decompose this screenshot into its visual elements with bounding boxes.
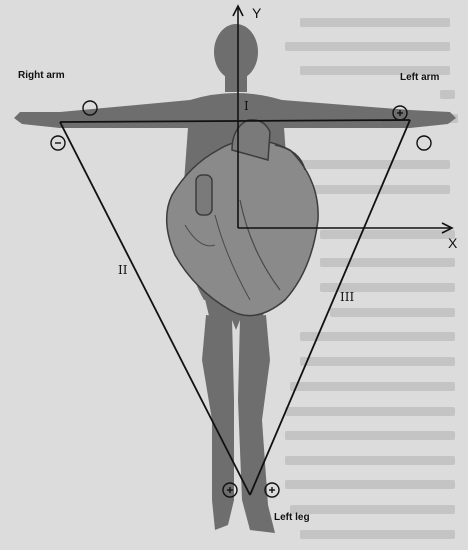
label-left-leg: Left leg [274,512,310,523]
label-lead-3: III [340,290,354,304]
label-axis-x: X [448,235,458,251]
label-axis-y: Y [252,5,262,21]
label-right-arm: Right arm [18,70,65,81]
electrode-left-arm-minus [417,136,431,150]
label-lead-1: I [244,99,249,113]
label-left-arm: Left arm [400,72,440,83]
electrode-right-arm-minus [51,136,65,150]
electrode-left-leg-plus-2 [265,483,279,497]
background-text-lines [285,18,458,539]
label-lead-2: II [118,263,128,277]
